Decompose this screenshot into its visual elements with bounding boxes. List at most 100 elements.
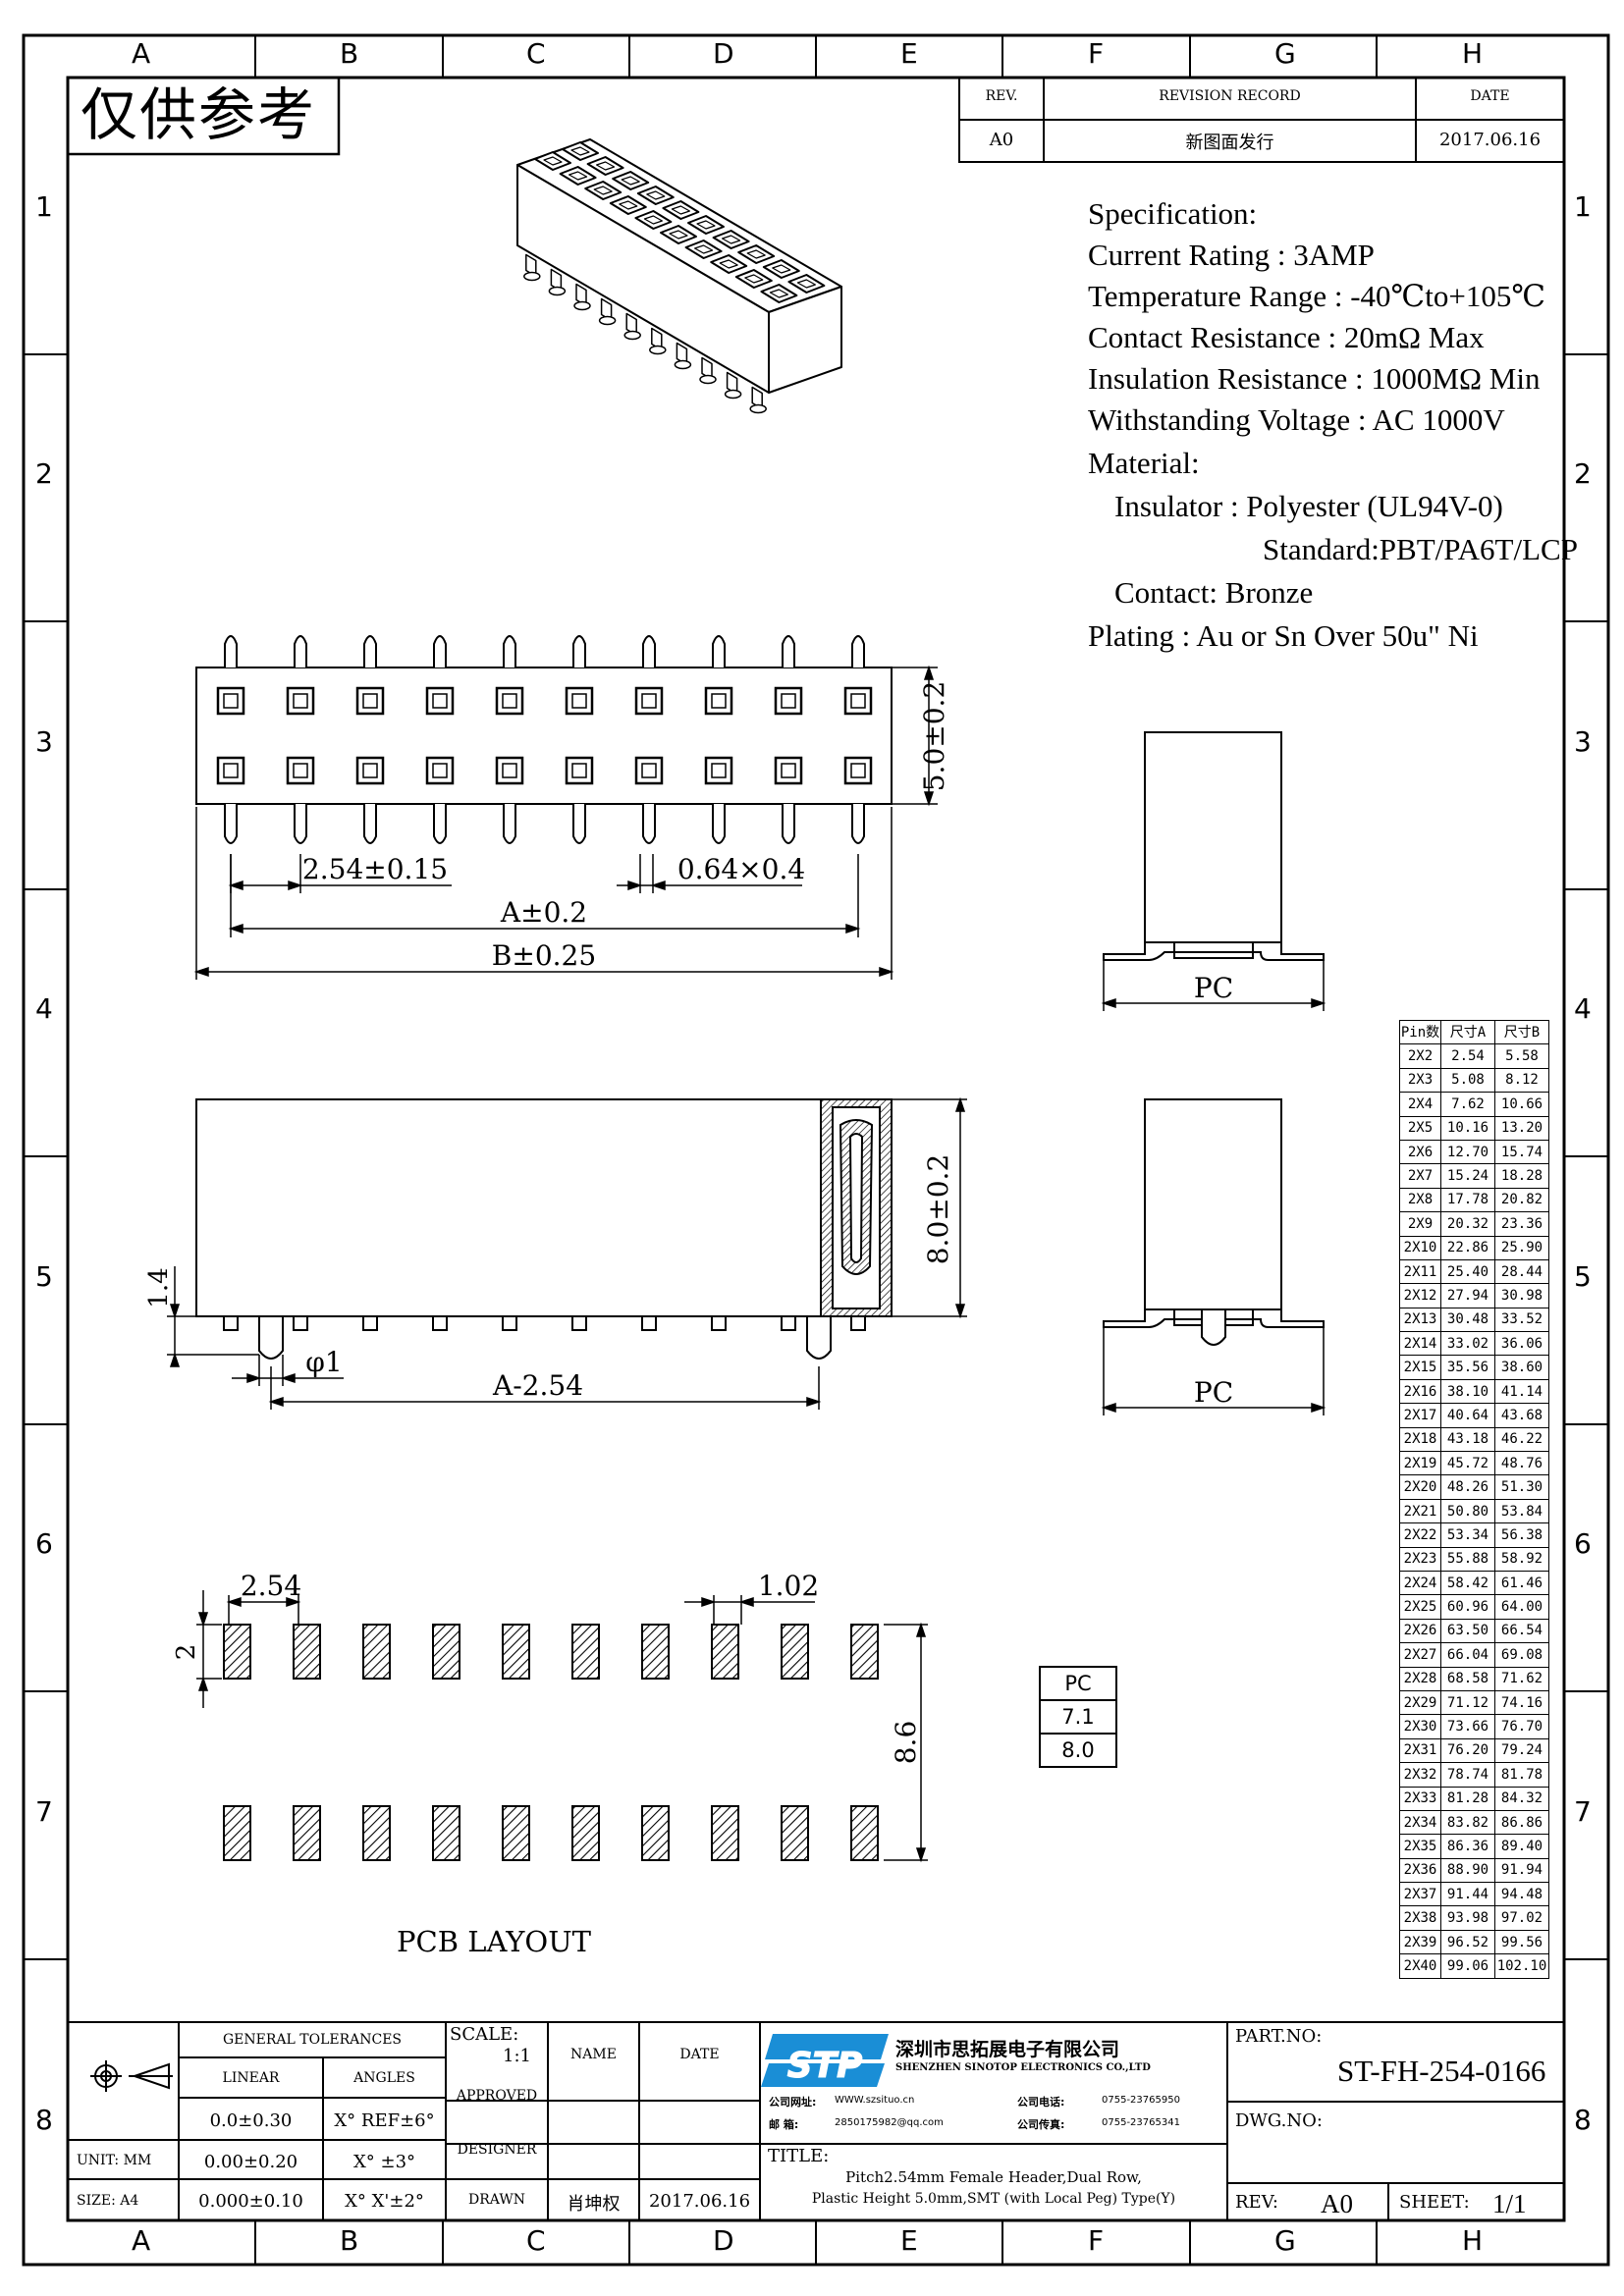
size-table-dim-a: 53.34 [1440,1522,1495,1548]
size-table-dim-a: 7.62 [1440,1092,1495,1117]
size-table-dim-a: 76.20 [1440,1737,1495,1764]
projection-symbol [90,2060,173,2092]
size-table-pin: 2X26 [1399,1618,1441,1644]
contact-hole-inner [571,693,587,709]
dim-standoff: 1.4 [144,1267,174,1308]
grid-row-4: 4 [1574,992,1592,1025]
grid-rows-right: 1 2 3 4 5 6 7 8 [1574,0,1603,2296]
spec-contact: Contact: Bronze [1114,575,1314,610]
grid-col-h: H [1462,2224,1484,2257]
size-table-pin: 2X5 [1399,1115,1441,1141]
grid-row-7: 7 [1574,1795,1592,1828]
pcb-pad [362,1805,391,1861]
smt-pins-3d [523,253,767,414]
size-table-dim-a: 2.54 [1440,1043,1495,1069]
contact-hole-inner [502,763,517,778]
iso-pin-foot [573,300,591,311]
size-table-dim-a: 99.06 [1440,1953,1495,1979]
email-label: 邮 箱: [769,2118,799,2131]
size-label: SIZE: A4 [77,2193,139,2209]
company-name-en: SHENZHEN SINOTOP ELECTRONICS CO.,LTD [895,2062,1151,2073]
grid-row-1: 1 [35,190,53,223]
size-table-pin: 2X32 [1399,1762,1441,1788]
pin-lower [851,804,865,844]
size-table-pin: 2X20 [1399,1474,1441,1500]
size-table-dim-b: 64.00 [1494,1594,1549,1620]
tolerance-angle-1: X° REF±6° [334,2110,435,2131]
size-table-pin: 2X10 [1399,1235,1441,1260]
size-table-dim-b: 69.08 [1494,1642,1549,1668]
contact-hole-inner [223,693,239,709]
drawn-name: 肖坤权 [567,2194,621,2215]
company-logo: STP [761,2034,889,2087]
fax-label: 公司传真: [1017,2118,1065,2131]
grid-row-5: 5 [1574,1260,1592,1293]
pc-table-header: PC [1039,1666,1117,1701]
size-table-dim-a: 38.10 [1440,1378,1495,1405]
pin-upper [363,635,377,667]
iso-pin-foot [749,403,767,414]
iso-hole-inner [543,156,563,166]
size-table-dim-a: 33.02 [1440,1331,1495,1357]
pcb-pad [293,1624,321,1680]
top-view-dimensions [193,665,938,980]
iso-hole-inner [593,186,613,195]
rev-header: REV. [985,88,1018,104]
iso-hole-inner [669,230,688,240]
top-contact-holes [216,686,873,785]
size-table-header: 尺寸B [1494,1019,1549,1045]
size-table-dim-a: 35.56 [1440,1355,1495,1380]
rev-value-block: A0 [1321,2189,1353,2218]
dim-peg-dia: φ1 [305,1346,342,1378]
grid-col-e: E [900,37,918,70]
size-table-dim-a: 83.82 [1440,1809,1495,1836]
iso-pin-foot [623,330,641,341]
grid-row-6: 6 [35,1527,53,1560]
spec-standard: Standard:PBT/PA6T/LCP [1263,532,1578,566]
dwg-no-label: DWG.NO: [1235,2110,1323,2131]
end-view-bottom-dim [1101,1327,1326,1415]
size-table-dim-a: 73.66 [1440,1714,1495,1739]
pc-table-value: 7.1 [1039,1699,1117,1735]
title-label: TITLE: [768,2146,830,2166]
iso-hole-inner [646,190,666,200]
pin-tab [641,1315,657,1331]
size-table-pin: 2X24 [1399,1570,1441,1596]
tolerance-angle-2: X° ±3° [352,2152,416,2172]
pin-tab [432,1315,448,1331]
company-name-cn: 深圳市思拓展电子有限公司 [895,2039,1120,2060]
designer-label: DESIGNER [457,2142,537,2158]
pin-lower [782,804,795,844]
grid-col-h: H [1462,37,1484,70]
dim-pc-top: PC [1194,972,1233,1004]
contact-hole-inner [362,763,378,778]
tolerance-linear-3: 0.000±0.10 [198,2191,303,2212]
size-table-pin: 2X18 [1399,1426,1441,1453]
pcb-layout [223,1624,879,1861]
iso-pin-foot [674,359,692,370]
grid-row-6: 6 [1574,1527,1592,1560]
pcb-pad [641,1805,670,1861]
size-table-pin: 2X15 [1399,1355,1441,1380]
size-table-dim-b: 43.68 [1494,1403,1549,1428]
size-table-pin: 2X21 [1399,1498,1441,1524]
pin-tab [362,1315,378,1331]
size-table-pin: 2X35 [1399,1834,1441,1859]
title-line-1: Pitch2.54mm Female Header,Dual Row, [845,2168,1142,2186]
dim-a: A±0.2 [500,896,587,929]
website-label: 公司网址: [769,2096,817,2109]
pcb-pad [223,1805,251,1861]
size-table-dim-a: 93.98 [1440,1905,1495,1931]
size-table-dim-b: 58.92 [1494,1546,1549,1572]
size-table-pin: 2X30 [1399,1714,1441,1739]
size-table-dim-a: 88.90 [1440,1857,1495,1884]
grid-rows-left: 1 2 3 4 5 6 7 8 [35,0,65,2296]
